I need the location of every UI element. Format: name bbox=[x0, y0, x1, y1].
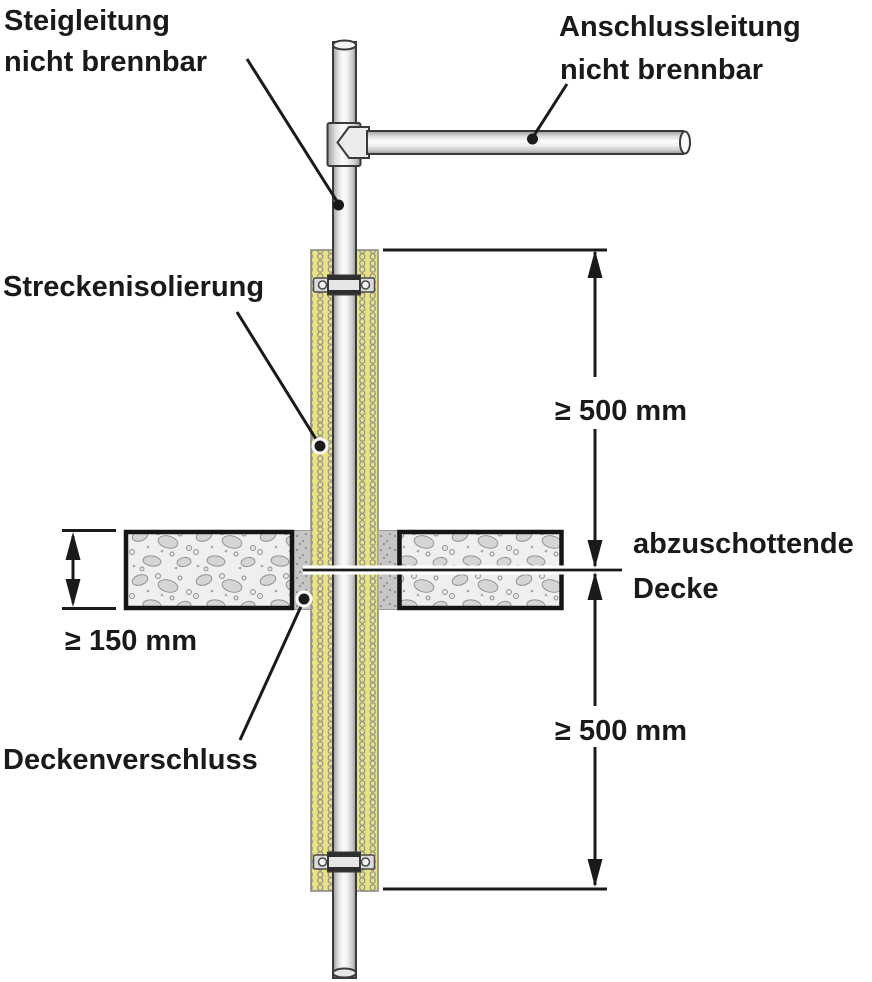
riser-pipe-bottom-cap bbox=[332, 967, 357, 979]
connection-pipe-end-cap bbox=[679, 130, 691, 155]
dimension-ceiling-thickness bbox=[62, 529, 116, 610]
connection-pipe bbox=[366, 130, 684, 155]
dimension-text-thickness: ≥ 150 mm bbox=[65, 625, 197, 657]
label-connection-line2: nicht brennbar bbox=[560, 54, 763, 86]
connection-leader-line bbox=[527, 83, 569, 145]
label-insulation: Streckenisolierung bbox=[3, 271, 264, 303]
pipe-clamp-top bbox=[312, 274, 376, 296]
dimension-below-ceiling bbox=[587, 572, 603, 887]
dimension-above-ceiling bbox=[587, 250, 603, 568]
label-ceiling-line1: abzuschottende bbox=[633, 528, 854, 560]
label-ceiling-seal: Deckenverschluss bbox=[3, 744, 258, 776]
riser-pipe-top-cap bbox=[332, 39, 357, 51]
dimension-text-below: ≥ 500 mm bbox=[555, 715, 687, 747]
ceiling-slab-left bbox=[123, 529, 295, 611]
dimension-text-above: ≥ 500 mm bbox=[555, 395, 687, 427]
insulation-leader-line bbox=[235, 311, 329, 455]
label-riser-line2: nicht brennbar bbox=[4, 46, 207, 78]
riser-leader-line bbox=[245, 58, 344, 211]
label-connection-line1: Anschlussleitung bbox=[559, 11, 801, 43]
riser-pipe bbox=[332, 41, 357, 979]
label-ceiling-line2: Decke bbox=[633, 573, 718, 605]
ceiling-seal-leader-line bbox=[238, 590, 313, 741]
pipe-clamp-bottom bbox=[312, 851, 376, 873]
label-riser-line1: Steigleitung bbox=[4, 5, 170, 37]
